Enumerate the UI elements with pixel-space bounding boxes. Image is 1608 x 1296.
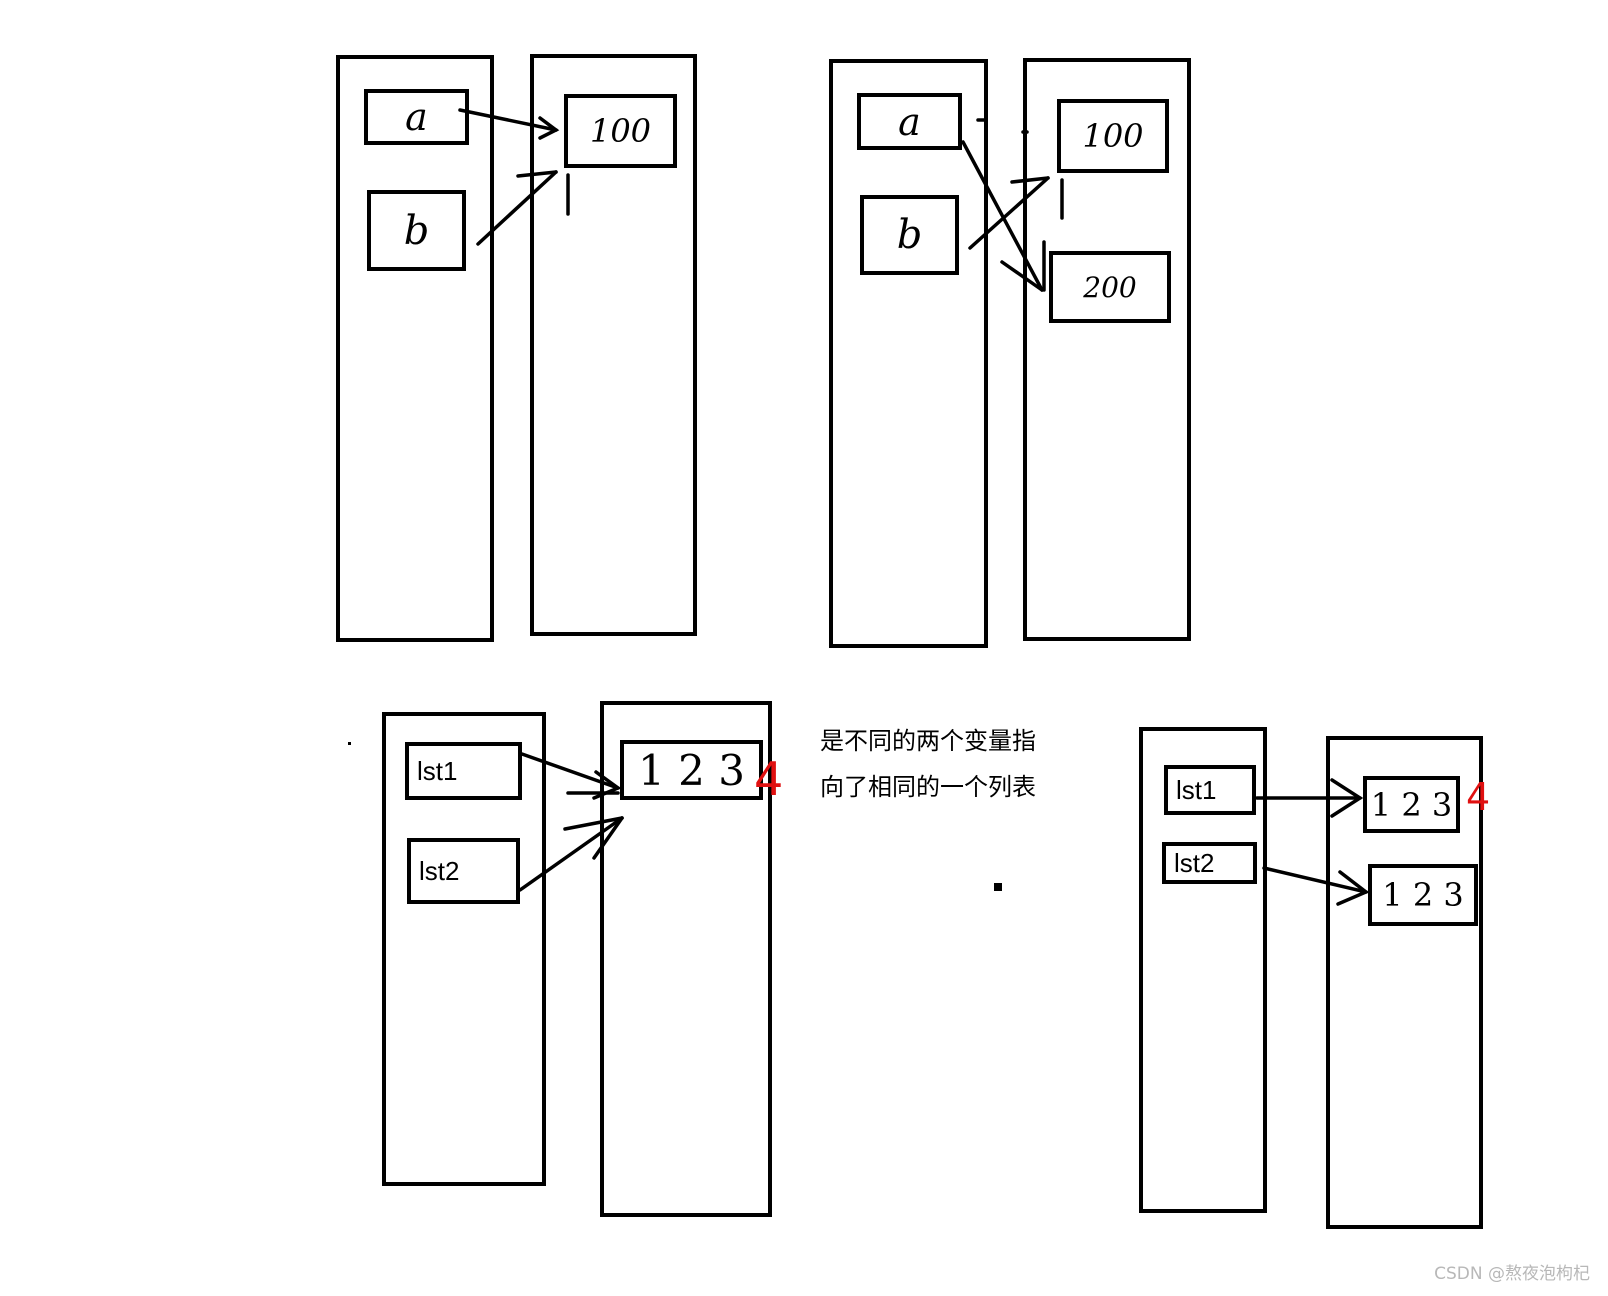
arrow-a-to-100-1: [458, 108, 558, 132]
explanation-note: 是不同的两个变量指 向了相同的一个列表: [820, 718, 1036, 810]
list1-box-4: 1 2 3: [1363, 776, 1460, 833]
arrow-a-to-200-2: [961, 140, 1044, 292]
var-a-box-1: a: [364, 89, 469, 145]
var-lst2-box-3: lst2: [407, 838, 520, 904]
heap-column-4: [1326, 736, 1483, 1229]
appended-value-3: 4: [754, 752, 784, 806]
arrowhead-lst2-3b: [592, 816, 624, 860]
value-box-200-2: 200: [1049, 251, 1171, 323]
note-line-2: 向了相同的一个列表: [820, 773, 1036, 801]
stack-column-1: [336, 55, 494, 642]
arrowhead-a-1: [538, 116, 560, 140]
heap-column-1: [530, 54, 697, 636]
stack-column-2: [829, 59, 988, 648]
stray-dot-2: [994, 883, 1002, 891]
var-lst1-box-4: lst1: [1164, 765, 1256, 815]
var-a-box-2: a: [857, 93, 962, 150]
var-b-box-1: b: [367, 190, 466, 271]
arrow-b-to-100-2: [968, 176, 1050, 250]
var-b-box-2: b: [860, 195, 959, 275]
value-box-100-2: 100: [1057, 99, 1169, 173]
watermark: CSDN @熬夜泡枸杞: [1434, 1264, 1590, 1284]
stray-dot-1: [348, 742, 351, 745]
note-line-1: 是不同的两个变量指: [820, 727, 1036, 755]
arrowhead-lst1-4: [1330, 778, 1364, 818]
arrow-lst2-to-list-3: [518, 816, 624, 892]
arrowhead-b-1a: [516, 170, 558, 178]
arrowhead-lst2-3a: [563, 816, 624, 831]
heap-column-2: [1023, 58, 1191, 641]
list-box-3: 1 2 3: [620, 740, 763, 800]
arrowhead-lst2-4: [1336, 870, 1370, 906]
appended-value-4: 4: [1466, 775, 1491, 819]
arrow-lst1-to-list-3: [520, 752, 620, 790]
value-box-100-1: 100: [564, 94, 677, 168]
heap-column-3: [600, 701, 772, 1217]
var-lst2-box-4: lst2: [1162, 842, 1257, 884]
arrowhead-b-2a: [1010, 176, 1050, 184]
arrowhead-a-2a: [1000, 260, 1044, 292]
arrow-b-to-100-1: [476, 170, 558, 246]
var-lst1-box-3: lst1: [405, 742, 522, 800]
stack-column-3: [382, 712, 546, 1186]
stack-column-4: [1139, 727, 1267, 1213]
arrow-lst2-to-list2-4: [1262, 866, 1368, 894]
list2-box-4: 1 2 3: [1368, 864, 1478, 926]
